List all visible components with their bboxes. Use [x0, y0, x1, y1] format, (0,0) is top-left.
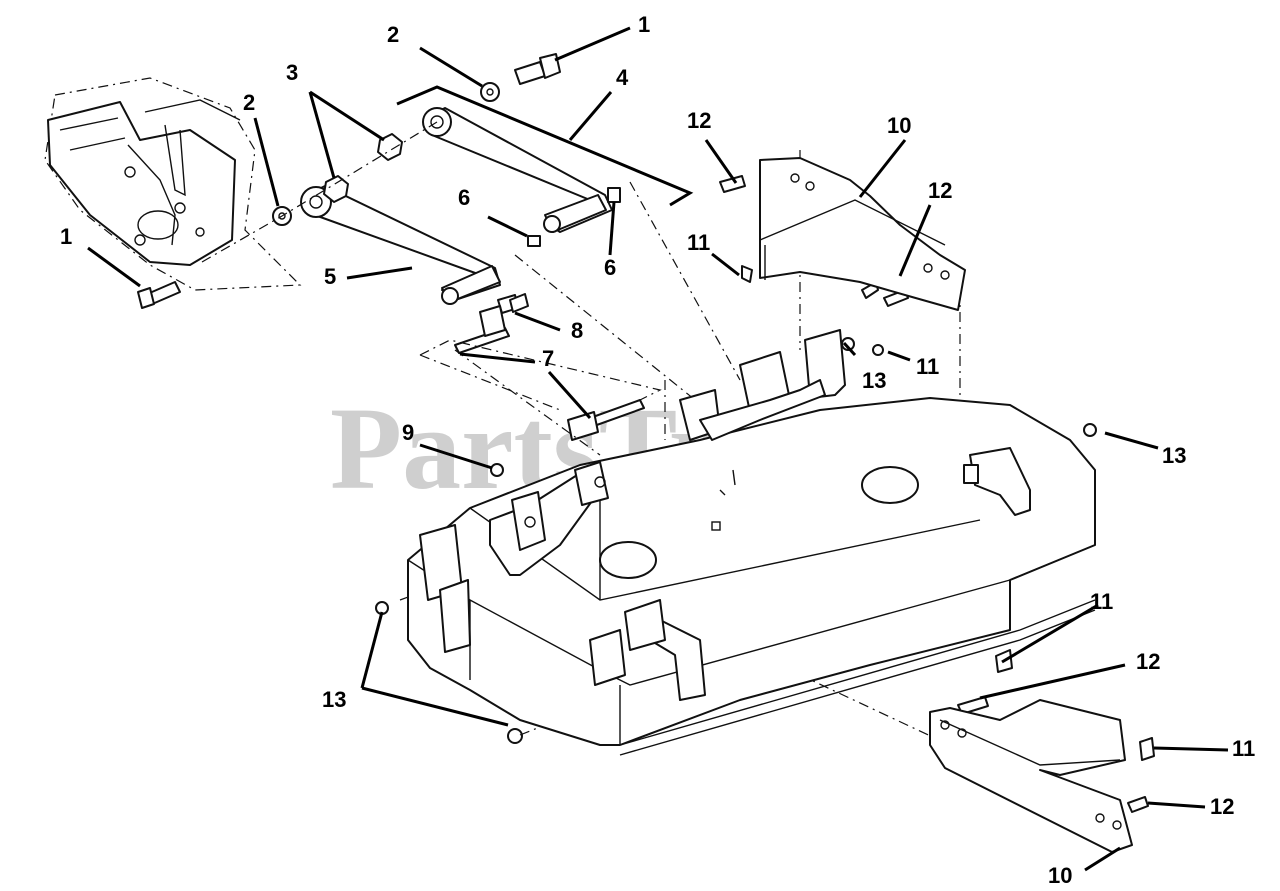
callout-9: 9: [402, 420, 414, 445]
callout-12-upper: 12: [687, 108, 711, 133]
cover-plate-upper: [759, 157, 966, 311]
callout-12-lower: 12: [1136, 649, 1160, 674]
callout-12-right: 12: [928, 178, 952, 203]
callout-3: 3: [286, 60, 298, 85]
callout-6-right: 6: [604, 255, 616, 280]
callout-2-left: 2: [243, 90, 255, 115]
callout-11-upper: 11: [687, 230, 710, 255]
callout-12-bottom: 12: [1210, 794, 1234, 819]
callout-2-top: 2: [387, 22, 399, 47]
callout-10-lower: 10: [1048, 863, 1072, 888]
tractor-frame: [44, 77, 302, 291]
callout-10-upper: 10: [887, 113, 911, 138]
callout-1-top: 1: [638, 12, 650, 37]
callout-13-center: 13: [862, 368, 886, 393]
callout-6-left: 6: [458, 185, 470, 210]
callout-5: 5: [324, 264, 336, 289]
callout-11-center: 11: [916, 354, 939, 379]
callout-13-lower-left: 13: [322, 687, 346, 712]
callout-labels: 1 2 2 3 4 12 10 12 6 6 11 1 5 8 7 13 11 …: [60, 12, 1255, 888]
callout-4: 4: [616, 65, 629, 90]
callout-8: 8: [571, 318, 583, 343]
callout-1-left: 1: [60, 224, 72, 249]
lift-arm-upper: [422, 107, 613, 233]
deck-brackets: [419, 329, 1031, 701]
callout-11-lower: 11: [1090, 589, 1113, 614]
leader-lines: [87, 26, 1229, 872]
cover-plate-lower: [929, 699, 1133, 853]
callout-11-bottom: 11: [1232, 736, 1255, 761]
callout-7: 7: [542, 346, 554, 371]
callout-13-right: 13: [1162, 443, 1186, 468]
hardware: [137, 53, 1155, 813]
